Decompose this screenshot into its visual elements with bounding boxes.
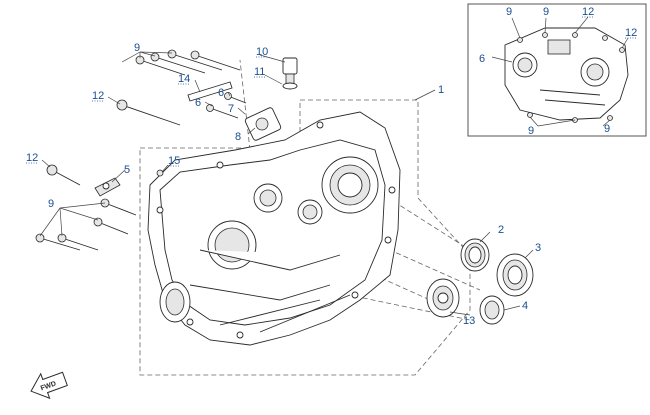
sender-unit[interactable] (282, 57, 298, 90)
callout-11: 11 (254, 66, 265, 78)
bolt-set-top[interactable] (135, 49, 241, 76)
inset-callout-12b: 12 (625, 27, 637, 39)
inset-callouts: 9 9 12 12 6 9 9 (479, 6, 637, 137)
callout-1: 1 (438, 84, 444, 96)
callout-15: 15 (168, 155, 180, 167)
callout-9-lower: 9 (48, 198, 54, 210)
callout-9-top: 9 (134, 42, 140, 54)
leader-lines (39, 51, 534, 316)
inset-callout-9c: 9 (528, 125, 534, 137)
crankcase-left[interactable] (147, 111, 401, 346)
callout-4: 4 (522, 300, 528, 312)
callout-5: 5 (124, 164, 130, 176)
callout-2: 2 (498, 224, 504, 236)
callout-12a: 12 (92, 90, 104, 102)
callout-13: 13 (463, 315, 475, 327)
fwd-arrow: FWD (30, 371, 68, 400)
inset-callout-12a: 12 (582, 6, 594, 18)
inset-view (467, 3, 647, 137)
bearing-small[interactable] (426, 278, 460, 318)
callout-8: 8 (235, 131, 241, 143)
inset-callout-9d: 9 (604, 123, 610, 135)
callout-labels: 1 2 3 4 5 6 6 7 8 9 9 10 11 12 12 13 14 … (26, 16, 637, 327)
oil-seal[interactable] (460, 238, 490, 272)
inset-callout-6: 6 (479, 53, 485, 65)
callout-6a: 6 (218, 87, 224, 99)
seal-small[interactable] (479, 295, 505, 325)
inset-callout-9a: 9 (506, 6, 512, 18)
bolt-left[interactable] (46, 164, 81, 186)
callout-3: 3 (535, 242, 541, 254)
callout-6b: 6 (195, 97, 201, 109)
inset-callout-9b: 9 (543, 6, 549, 18)
callout-14: 14 (178, 73, 190, 85)
bearing-large[interactable] (496, 253, 534, 297)
gasket-plate[interactable] (187, 81, 233, 102)
sensor-housing[interactable] (244, 107, 282, 141)
callout-7: 7 (228, 103, 234, 115)
bolt-upper[interactable] (116, 99, 181, 126)
callout-10: 10 (256, 46, 268, 58)
callout-12b: 12 (26, 152, 38, 164)
stud-pin[interactable] (156, 169, 164, 177)
clamp-bracket[interactable] (94, 177, 121, 197)
bolt-small[interactable] (206, 92, 247, 119)
